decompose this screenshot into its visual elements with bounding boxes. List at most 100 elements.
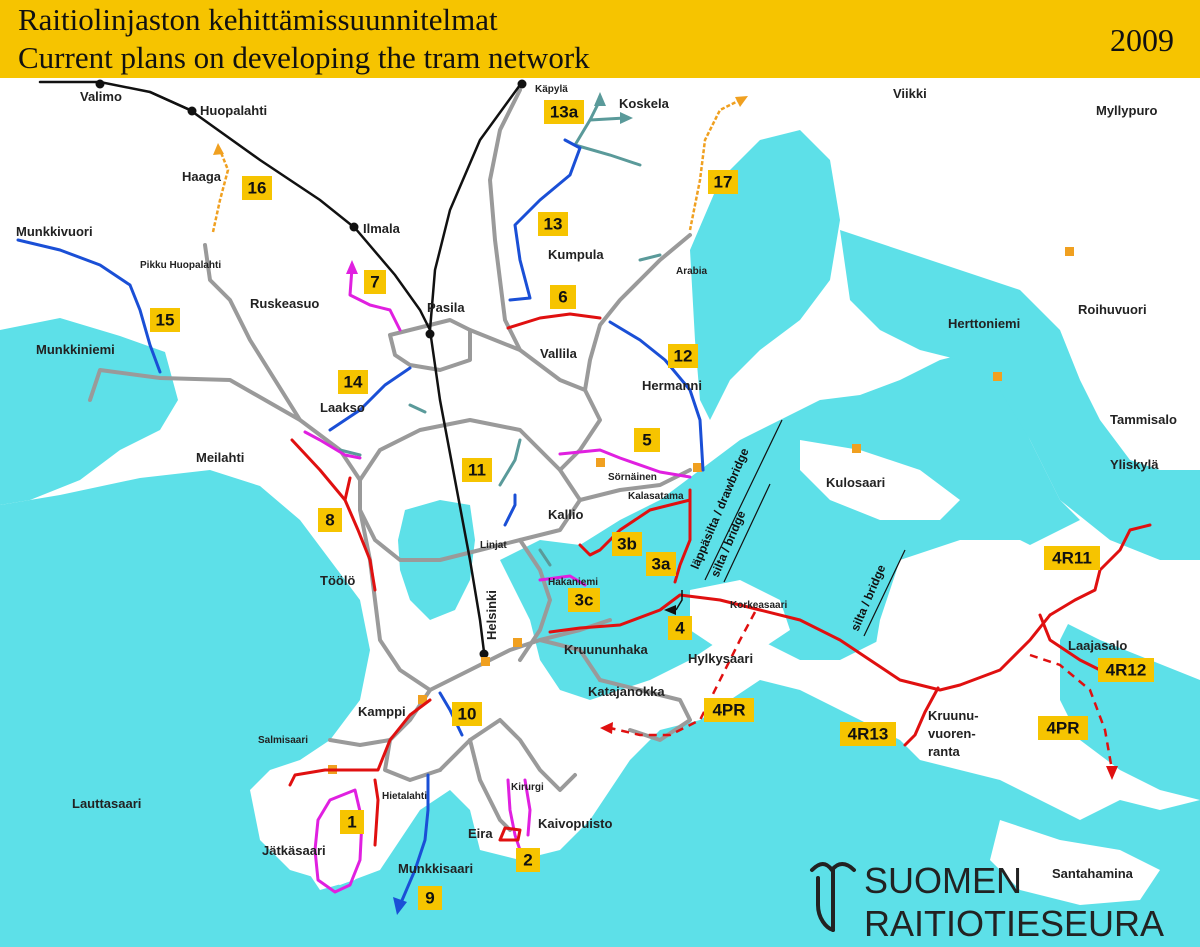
- route-arabia-teal: [638, 253, 662, 262]
- route-label-14: 14: [338, 370, 368, 394]
- svg-text:3b: 3b: [617, 535, 637, 554]
- place-kruunuvuorenranta-3: ranta: [928, 744, 961, 759]
- arrow-icon: [664, 605, 676, 615]
- route-3c-line: [538, 574, 587, 587]
- arrow-icon: [213, 143, 224, 155]
- place-myllypuro: Myllypuro: [1096, 103, 1157, 118]
- route-label-8: 8: [318, 508, 342, 532]
- metro-icon: [418, 695, 427, 704]
- metro-icon: [481, 657, 490, 666]
- tram-line-kruununhaka: [538, 618, 612, 642]
- tram-line-toolo: [358, 508, 432, 692]
- tram-line-katajanokka: [598, 678, 692, 742]
- railway-stations: [95, 79, 527, 659]
- route-labels: 13a 16 17 13 7 6 15 12 14 5 11 8 3b 3a 3…: [150, 100, 1154, 910]
- arrow-icon: [346, 260, 358, 274]
- station-kapyla: [517, 79, 527, 89]
- svg-text:16: 16: [248, 179, 267, 198]
- svg-text:14: 14: [344, 373, 363, 392]
- metro-icon: [852, 444, 861, 453]
- island-kulosaari: [800, 440, 960, 520]
- place-viikki: Viikki: [893, 86, 927, 101]
- tram-line-kamppi-south: [383, 688, 442, 782]
- place-linjat: Linjat: [480, 540, 507, 551]
- place-santahamina: Santahamina: [1052, 866, 1134, 881]
- tram-line-arabia: [583, 233, 692, 392]
- place-hylkysaari: Hylkysaari: [688, 651, 753, 666]
- route-1-red: [288, 698, 432, 787]
- planned-teal: [338, 98, 662, 567]
- island-santahamina: [990, 820, 1160, 905]
- route-8-line: [290, 438, 377, 592]
- route-16-line: [211, 149, 230, 233]
- route-6-line: [506, 312, 602, 330]
- route-label-4pr-b: 4PR: [1038, 716, 1088, 740]
- route-label-13a: 13a: [544, 100, 584, 124]
- arrowheads-red: [600, 722, 1118, 780]
- svg-text:13a: 13a: [550, 103, 579, 122]
- place-laakso: Laakso: [320, 400, 365, 415]
- route-13-line: [508, 138, 582, 302]
- route-label-4pr-a: 4PR: [704, 698, 754, 722]
- railway-martinlaakso: [148, 90, 192, 112]
- tram-line-vallila: [468, 328, 602, 472]
- arrowheads-orange: [213, 96, 748, 155]
- title-finnish: Raitiolinjaston kehittämissuunnitelmat: [18, 2, 498, 37]
- route-label-5: 5: [634, 428, 660, 452]
- route-label-3a: 3a: [646, 552, 676, 576]
- route-2-magenta: [506, 778, 522, 852]
- route-label-12: 12: [668, 344, 698, 368]
- metro-icon: [1065, 247, 1074, 256]
- place-salmisaari: Salmisaari: [258, 735, 308, 746]
- route-8-magenta: [303, 430, 362, 460]
- tram-line-pikku-huopalahti: [203, 243, 302, 422]
- title-english: Current plans on developing the tram net…: [18, 40, 590, 75]
- svg-text:8: 8: [325, 511, 334, 530]
- station-huopalahti: [187, 106, 197, 116]
- place-kallio: Kallio: [548, 507, 583, 522]
- svg-text:4: 4: [675, 619, 685, 638]
- place-kruununhaka: Kruununhaka: [564, 642, 649, 657]
- arrow-icon: [393, 897, 407, 915]
- route-13a-east: [573, 143, 642, 167]
- place-valimo: Valimo: [80, 89, 122, 104]
- svg-text:4PR: 4PR: [712, 701, 745, 720]
- place-koskela: Koskela: [619, 96, 670, 111]
- route-11-teal: [498, 438, 522, 487]
- route-4r12-line: [1038, 613, 1102, 672]
- svg-text:7: 7: [370, 273, 379, 292]
- svg-text:3a: 3a: [652, 555, 671, 574]
- place-yliskyla: Yliskylä: [1110, 457, 1159, 472]
- sea-laajasalo-bay: [1060, 620, 1200, 800]
- place-roihuvuori: Roihuvuori: [1078, 302, 1147, 317]
- arrowheads-blue: [393, 897, 407, 915]
- place-tammisalo: Tammisalo: [1110, 412, 1177, 427]
- title-banner: Raitiolinjaston kehittämissuunnitelmat C…: [0, 0, 1200, 78]
- place-eira: Eira: [468, 826, 493, 841]
- route-4pr-a-line: [609, 611, 757, 737]
- svg-text:1: 1: [347, 813, 356, 832]
- place-vallila: Vallila: [540, 346, 578, 361]
- place-helsinki: Helsinki: [484, 590, 499, 640]
- place-hietalahti: Hietalahti: [382, 791, 427, 802]
- route-label-4r11: 4R11: [1044, 546, 1100, 570]
- svg-text:3c: 3c: [575, 591, 594, 610]
- place-kruunuvuorenranta-2: vuoren-: [928, 726, 976, 741]
- place-munkkiniemi: Munkkiniemi: [36, 342, 115, 357]
- existing-tram-network: [88, 88, 692, 832]
- islands: [300, 440, 1160, 905]
- route-4-line: [548, 593, 1052, 692]
- island-laajasalo: [870, 540, 1080, 740]
- svg-text:5: 5: [642, 431, 651, 450]
- tram-line-central-ring: [358, 418, 582, 562]
- place-kulosaari: Kulosaari: [826, 475, 885, 490]
- route-label-15: 15: [150, 308, 180, 332]
- svg-text:6: 6: [558, 288, 567, 307]
- metro-icon: [596, 458, 605, 467]
- railway-rantarata: [38, 80, 432, 332]
- place-names: Valimo Huopalahti Haaga Ilmala Munkkivuo…: [16, 84, 1177, 881]
- bridge-pointer: [675, 590, 683, 611]
- svg-text:12: 12: [674, 347, 693, 366]
- place-kalasatama: Kalasatama: [628, 491, 684, 502]
- year-label: 2009: [1110, 22, 1174, 58]
